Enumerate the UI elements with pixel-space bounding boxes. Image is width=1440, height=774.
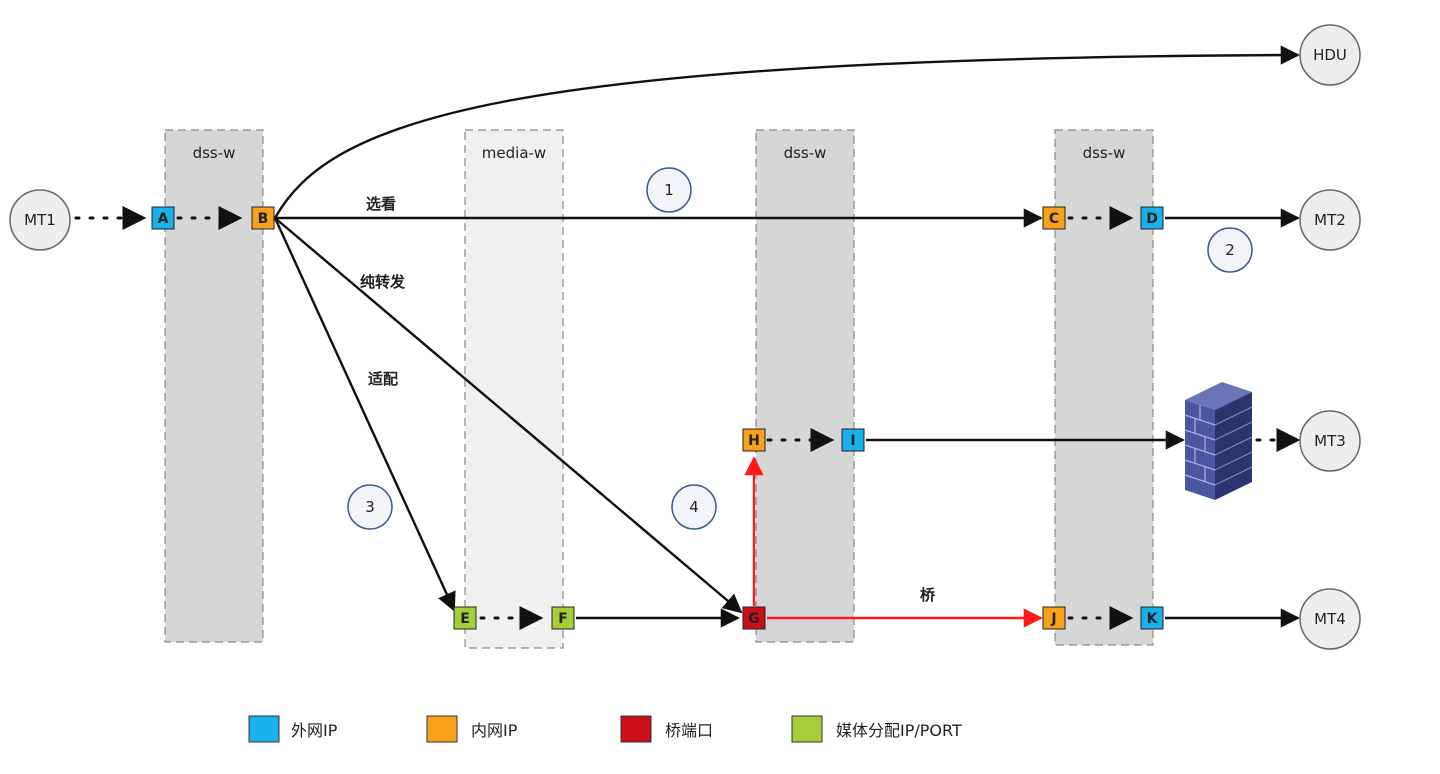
node-mt2: MT2 [1299, 189, 1361, 251]
svg-text:HDU: HDU [1313, 46, 1347, 64]
column-label: dss-w [784, 144, 827, 162]
edge-b-hdu [273, 45, 1300, 219]
svg-text:C: C [1049, 211, 1059, 227]
svg-text:B: B [258, 211, 269, 227]
legend-item-bridge: 桥端口 [620, 715, 713, 743]
svg-text:3: 3 [365, 498, 375, 516]
port-d: D [1140, 206, 1164, 230]
svg-text:4: 4 [689, 498, 699, 516]
port-f: F [551, 606, 575, 630]
svg-text:MT4: MT4 [1314, 610, 1346, 628]
node-mt1: MT1 [9, 189, 71, 251]
number-marker-4: 4 [671, 484, 717, 530]
port-e: E [453, 606, 477, 630]
edge-label-adapt: 适配 [368, 370, 398, 388]
number-marker-1: 1 [646, 167, 692, 213]
column-dss-w-1: dss-w [164, 129, 264, 643]
edge-label-forward: 纯转发 [360, 273, 406, 291]
svg-text:K: K [1147, 611, 1159, 627]
svg-text:G: G [748, 611, 760, 627]
column-dss-w-3: dss-w [1054, 129, 1154, 646]
node-mt4: MT4 [1299, 588, 1361, 650]
port-k: K [1140, 606, 1164, 630]
port-g: G [742, 606, 766, 630]
svg-text:H: H [748, 433, 760, 449]
svg-text:2: 2 [1225, 241, 1235, 259]
node-mt3: MT3 [1299, 410, 1361, 472]
edge-label-select: 选看 [366, 195, 396, 213]
svg-text:1: 1 [664, 181, 674, 199]
port-a: A [151, 206, 175, 230]
svg-text:MT3: MT3 [1314, 432, 1346, 450]
svg-text:媒体分配IP/PORT: 媒体分配IP/PORT [836, 721, 962, 740]
column-label: dss-w [1083, 144, 1126, 162]
column-media-w: media-w [464, 129, 564, 649]
column-label: media-w [482, 144, 546, 162]
edge-b-e [273, 217, 456, 612]
legend-item-internal: 内网IP [426, 715, 518, 743]
svg-text:J: J [1050, 611, 1056, 627]
legend: 外网IP 内网IP 桥端口 媒体分配IP/PORT [248, 715, 962, 743]
legend-item-external: 外网IP [248, 715, 338, 743]
legend-item-media: 媒体分配IP/PORT [791, 715, 962, 743]
svg-text:桥端口: 桥端口 [665, 721, 713, 740]
svg-text:A: A [158, 211, 169, 227]
number-marker-3: 3 [347, 484, 393, 530]
edge-label-bridge: 桥 [920, 586, 936, 604]
svg-text:MT2: MT2 [1314, 211, 1346, 229]
svg-text:I: I [850, 433, 855, 449]
svg-text:内网IP: 内网IP [471, 721, 518, 740]
port-h: H [742, 428, 766, 452]
port-c: C [1042, 206, 1066, 230]
column-label: dss-w [193, 144, 236, 162]
edge-b-g [274, 217, 743, 614]
port-b: B [251, 206, 275, 230]
svg-text:E: E [460, 611, 470, 627]
number-marker-2: 2 [1207, 227, 1253, 273]
svg-text:F: F [558, 611, 568, 627]
svg-text:MT1: MT1 [24, 211, 56, 229]
node-hdu: HDU [1299, 24, 1361, 86]
svg-text:外网IP: 外网IP [291, 721, 338, 740]
port-i: I [841, 428, 865, 452]
svg-text:D: D [1146, 211, 1158, 227]
firewall-icon [1184, 382, 1253, 500]
port-j: J [1042, 606, 1066, 630]
column-dss-w-2: dss-w [755, 129, 855, 643]
